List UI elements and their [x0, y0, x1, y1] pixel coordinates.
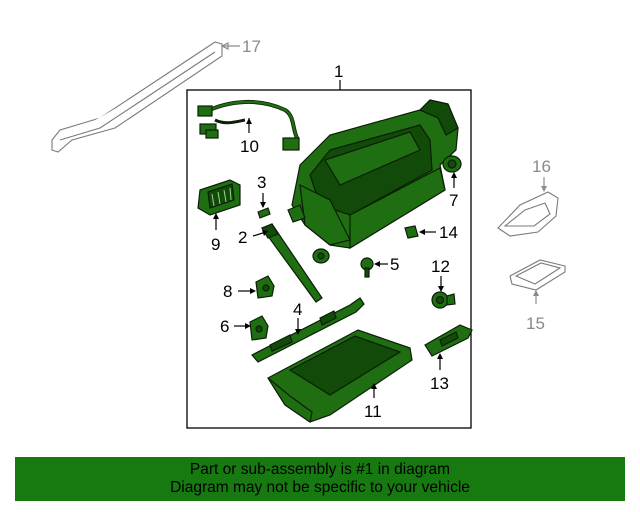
arrowhead-2 [262, 230, 268, 236]
banner-line-2: Diagram may not be specific to your vehi… [170, 479, 470, 496]
part-16-cover[interactable] [497, 191, 559, 237]
callout-14: 14 [439, 223, 458, 242]
part-2-strut[interactable] [261, 223, 323, 303]
callout-2: 2 [238, 228, 247, 247]
callout-10: 10 [240, 137, 259, 156]
callout-12: 12 [431, 257, 450, 276]
callout-4: 4 [293, 300, 302, 319]
parts-diagram: 17 1 10 7 9 [51, 37, 566, 429]
part-10-wiring-harness[interactable] [197, 100, 300, 151]
arrowhead-14 [419, 229, 425, 235]
part-12-lock-cylinder[interactable] [431, 291, 456, 309]
arrowhead-6 [245, 323, 251, 329]
part-14-bumper[interactable] [404, 225, 419, 239]
callout-15: 15 [526, 314, 545, 333]
callout-9: 9 [211, 235, 220, 254]
part-11-glove-box-door[interactable] [267, 329, 413, 424]
arrowhead-13 [437, 353, 443, 359]
part-3-clip[interactable] [257, 207, 271, 219]
part-bushing[interactable] [312, 248, 330, 264]
part-6-bracket[interactable] [249, 315, 269, 341]
callout-1: 1 [334, 62, 343, 81]
callout-5: 5 [390, 255, 399, 274]
arrowhead-11 [371, 383, 377, 389]
arrowhead-8 [250, 288, 256, 294]
arrowhead-3 [260, 202, 266, 208]
banner-line-1: Part or sub-assembly is #1 in diagram [189, 461, 451, 478]
callout-16: 16 [532, 157, 551, 176]
part-7-damper[interactable] [442, 155, 462, 173]
arrowhead-17 [220, 42, 229, 50]
part-4-hinge-bar[interactable] [251, 297, 365, 363]
info-banner: Part or sub-assembly is #1 in diagram Di… [15, 457, 625, 501]
callout-6: 6 [220, 317, 229, 336]
arrowhead-5 [374, 261, 380, 267]
arrowhead-15 [533, 290, 539, 296]
callout-8: 8 [223, 282, 232, 301]
part-8-bracket[interactable] [255, 275, 275, 299]
callout-17: 17 [242, 37, 261, 56]
arrowhead-16 [541, 186, 547, 192]
assembly-1-box [186, 89, 472, 429]
part-17-trim-strip[interactable] [51, 41, 223, 153]
arrowhead-10 [246, 118, 252, 124]
arrowhead-9 [213, 213, 219, 219]
arrowhead-4 [295, 329, 301, 335]
arrowhead-7 [451, 172, 457, 178]
callout-7: 7 [449, 191, 458, 210]
callout-13: 13 [430, 374, 449, 393]
part-15-pad[interactable] [509, 259, 566, 291]
part-5-bolt[interactable] [360, 257, 374, 278]
part-1-glove-box-housing[interactable] [287, 99, 459, 250]
part-9-vent[interactable] [197, 179, 241, 216]
callout-3: 3 [257, 173, 266, 192]
callout-11: 11 [364, 402, 382, 421]
arrowhead-12 [438, 286, 444, 292]
part-13-latch[interactable] [424, 324, 473, 357]
